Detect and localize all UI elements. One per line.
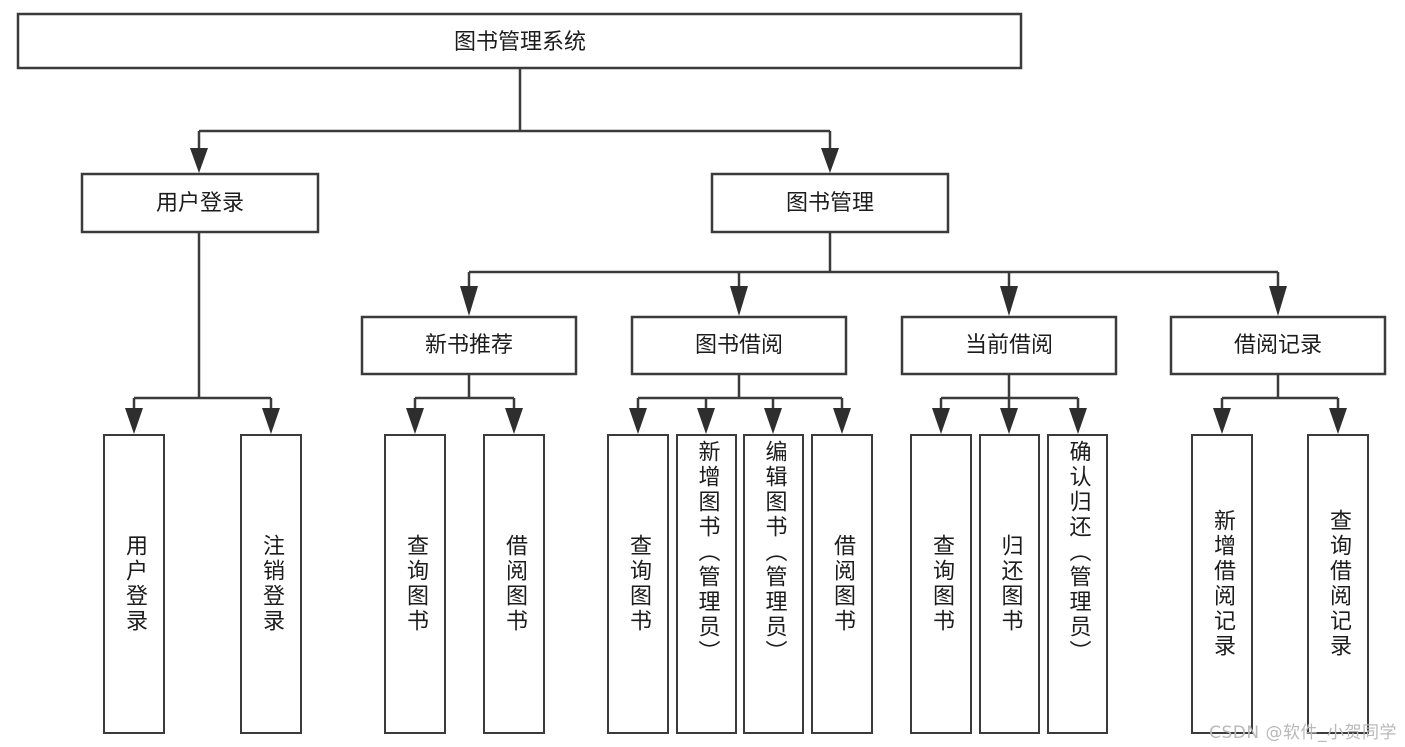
node-current-borrow[interactable]: 当前借阅 (900, 315, 1118, 376)
leaf-borrow-book-1[interactable]: 借阅图书 (483, 434, 545, 734)
arrow-userlogin-leaf-2-icon (262, 408, 280, 434)
node-root-box[interactable] (16, 12, 1023, 70)
leaf-borrow-book-2[interactable]: 借阅图书 (811, 434, 873, 734)
node-book-manage-label: 图书管理 (786, 191, 874, 216)
leaf-return-book[interactable]: 归还图书 (979, 434, 1040, 734)
arrow-root-to-user-login-icon (190, 148, 208, 173)
arrow-bookborrow-leaf-3-icon (764, 408, 782, 434)
arrow-currentborrow-leaf-1-icon (932, 408, 950, 434)
node-user-login-box[interactable] (80, 172, 320, 234)
watermark-text: CSDN @软件_小贺同学 (1209, 723, 1397, 743)
node-book-borrow[interactable]: 图书借阅 (630, 315, 848, 376)
arrow-currentborrow-leaf-2-icon (1000, 408, 1018, 434)
node-root[interactable]: 图书管理系统 (16, 12, 1023, 70)
node-new-book-rec-label: 新书推荐 (425, 333, 513, 358)
leaf-logout[interactable]: 注销登录 (240, 434, 302, 734)
node-borrow-record[interactable]: 借阅记录 (1169, 315, 1387, 376)
arrow-newbook-leaf-2-icon (505, 408, 523, 434)
arrow-borrowrecord-leaf-1-icon (1213, 408, 1231, 434)
arrow-userlogin-leaf-1-icon (125, 408, 143, 434)
arrow-currentborrow-leaf-3-icon (1069, 408, 1087, 434)
node-book-manage-box[interactable] (710, 172, 950, 234)
arrow-bookmanage-child-4-icon (1269, 286, 1287, 316)
leaf-query-book-1-label: 查询图书 (402, 534, 428, 634)
leaf-user-login[interactable]: 用户登录 (103, 434, 165, 734)
arrow-bookborrow-leaf-1-icon (629, 408, 647, 434)
node-user-login[interactable]: 用户登录 (80, 172, 320, 234)
node-new-book-rec[interactable]: 新书推荐 (360, 315, 578, 376)
arrow-bookborrow-leaf-4-icon (833, 408, 851, 434)
leaf-edit-book-label: 编辑图书（管理员） (761, 440, 787, 665)
leaf-borrow-book-2-label: 借阅图书 (829, 534, 855, 634)
leaf-query-book-2-label: 查询图书 (625, 534, 651, 634)
arrow-borrowrecord-leaf-2-icon (1329, 408, 1347, 434)
arrow-newbook-leaf-1-icon (406, 408, 424, 434)
leaf-edit-book[interactable]: 编辑图书（管理员） (743, 434, 804, 734)
connector-group (125, 68, 1347, 434)
arrow-root-to-book-manage-icon (821, 148, 839, 173)
leaf-add-record-label: 新增借阅记录 (1209, 509, 1235, 659)
leaf-user-login-label: 用户登录 (121, 534, 147, 634)
leaf-add-record[interactable]: 新增借阅记录 (1191, 434, 1253, 734)
leaf-add-book[interactable]: 新增图书（管理员） (676, 434, 737, 734)
arrow-bookmanage-child-1-icon (460, 286, 478, 316)
leaf-query-book-2[interactable]: 查询图书 (607, 434, 669, 734)
arrow-bookmanage-child-2-icon (730, 286, 748, 316)
leaf-confirm-return-label: 确认归还（管理员） (1065, 440, 1091, 665)
node-user-login-label: 用户登录 (156, 191, 244, 216)
arrow-bookborrow-leaf-2-icon (697, 408, 715, 434)
leaf-add-book-label: 新增图书（管理员） (694, 440, 720, 665)
node-current-borrow-box[interactable] (900, 315, 1118, 376)
arrow-bookmanage-child-3-icon (1000, 286, 1018, 316)
leaf-query-book-3-label: 查询图书 (928, 534, 954, 634)
leaf-return-book-label: 归还图书 (997, 534, 1023, 634)
node-new-book-rec-box[interactable] (360, 315, 578, 376)
leaf-logout-label: 注销登录 (258, 534, 284, 634)
leaf-query-record[interactable]: 查询借阅记录 (1307, 434, 1369, 734)
node-borrow-record-box[interactable] (1169, 315, 1387, 376)
leaf-confirm-return[interactable]: 确认归还（管理员） (1047, 434, 1108, 734)
leaf-borrow-book-1-label: 借阅图书 (501, 534, 527, 634)
leaf-query-book-3[interactable]: 查询图书 (910, 434, 972, 734)
node-book-borrow-label: 图书借阅 (695, 333, 783, 358)
node-root-label: 图书管理系统 (454, 30, 586, 55)
leaf-query-record-label: 查询借阅记录 (1325, 509, 1351, 659)
node-book-manage[interactable]: 图书管理 (710, 172, 950, 234)
leaf-query-book-1[interactable]: 查询图书 (384, 434, 446, 734)
node-borrow-record-label: 借阅记录 (1234, 333, 1322, 358)
node-current-borrow-label: 当前借阅 (965, 333, 1053, 358)
node-book-borrow-box[interactable] (630, 315, 848, 376)
